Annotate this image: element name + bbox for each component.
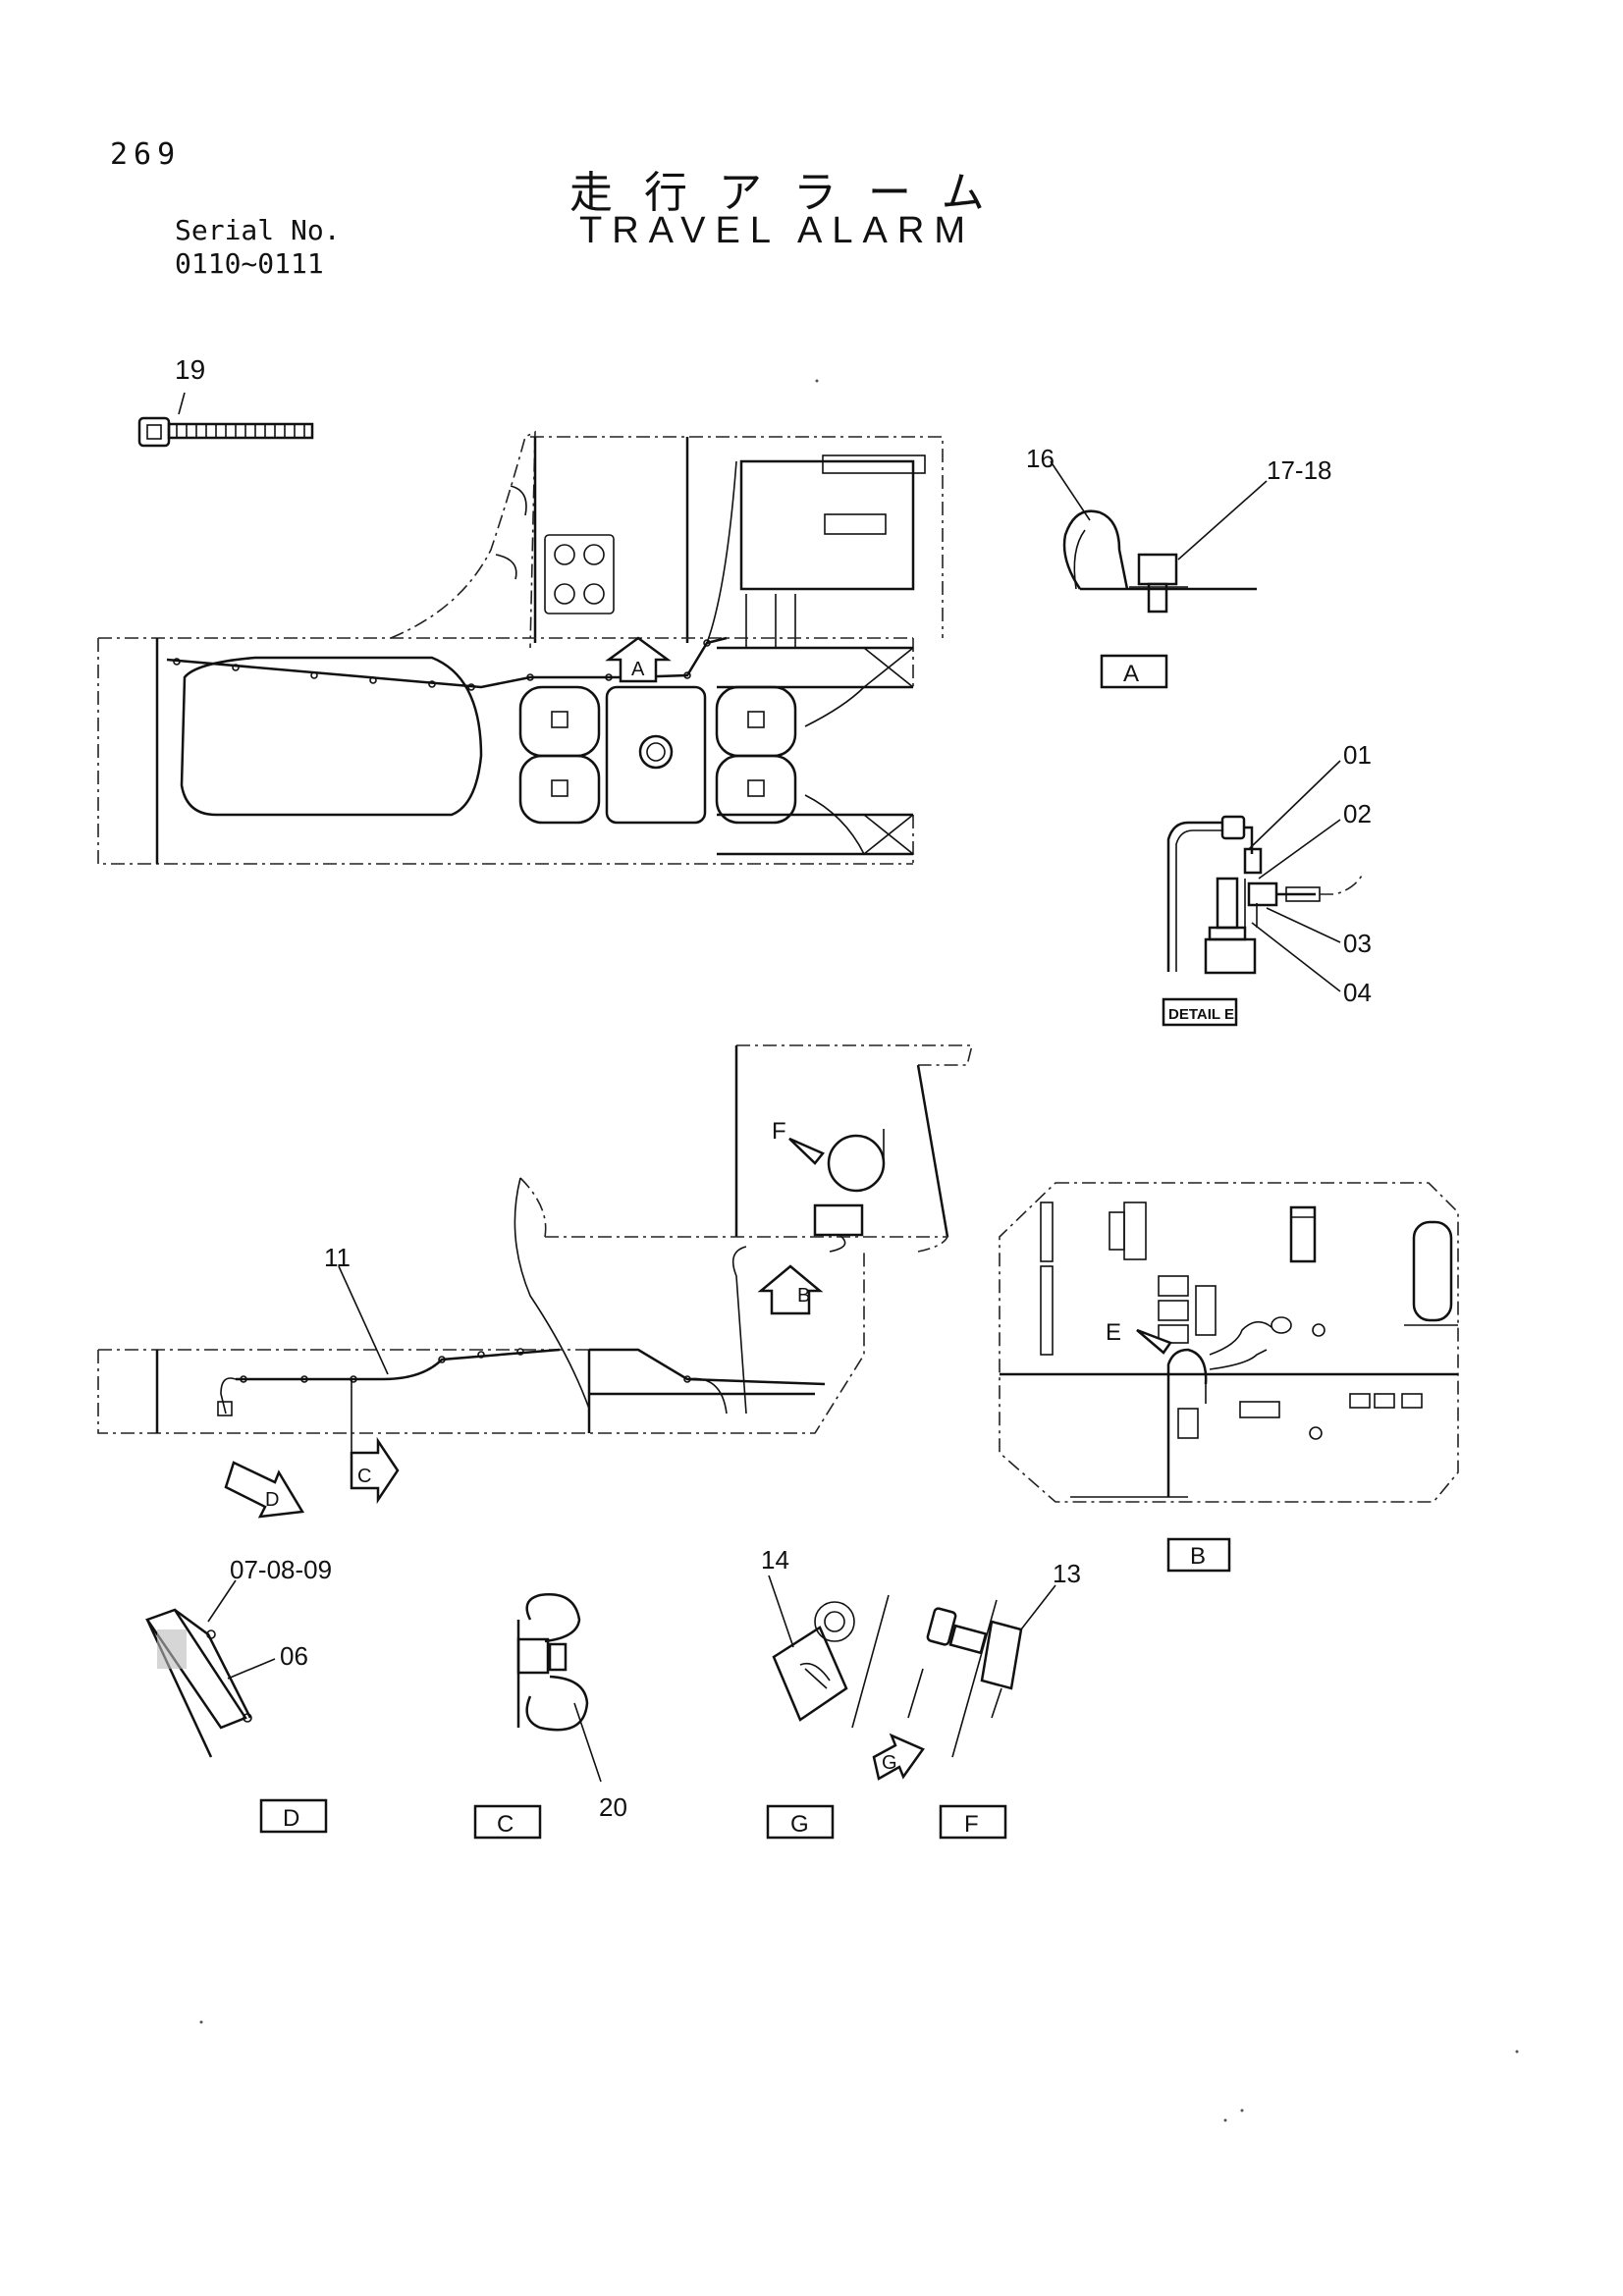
page-number: 269	[110, 137, 182, 172]
title-japanese: 走行アラーム	[569, 168, 1016, 218]
view-label-a: A	[1123, 661, 1139, 687]
view-arrow-c-label: C	[357, 1466, 371, 1487]
detail-e-label: DETAIL E	[1168, 1006, 1234, 1023]
serial-range: 0110~0111	[175, 247, 324, 280]
view-label-c: C	[497, 1811, 514, 1838]
serial-label: Serial No.	[175, 214, 341, 246]
detail-e-view	[1162, 760, 1364, 1027]
view-b-panel	[999, 1182, 1459, 1573]
view-arrow-a-label: A	[631, 659, 645, 680]
callout-04: 04	[1343, 978, 1372, 1007]
view-label-g: G	[790, 1811, 809, 1838]
view-a-detail	[1050, 460, 1268, 689]
callout-07-08-09: 07-08-09	[230, 1555, 332, 1584]
callout-19: 19	[175, 354, 205, 385]
callout-06: 06	[280, 1641, 308, 1671]
callout-02: 02	[1343, 799, 1372, 828]
callout-03: 03	[1343, 929, 1372, 958]
view-d-detail	[145, 1579, 328, 1834]
scan-specks	[199, 379, 1519, 2122]
view-label-f: F	[964, 1811, 979, 1838]
view-pointer-f-label: F	[772, 1118, 786, 1145]
upper-frame-view	[97, 430, 944, 865]
callout-01: 01	[1343, 740, 1372, 770]
callout-20: 20	[599, 1792, 627, 1822]
view-pointer-e-label: E	[1106, 1319, 1121, 1346]
view-f-detail	[872, 1584, 1056, 1840]
title-english: TRAVEL ALARM	[579, 210, 975, 251]
view-g-detail	[766, 1575, 890, 1840]
view-label-d: D	[283, 1805, 299, 1832]
lower-side-view	[97, 1044, 974, 1519]
view-arrow-g-label: G	[882, 1752, 897, 1774]
view-arrow-d-label: D	[265, 1489, 279, 1511]
view-arrow-b-label: B	[797, 1285, 810, 1307]
callout-16: 16	[1026, 444, 1055, 473]
view-c-detail	[473, 1593, 602, 1840]
view-label-b: B	[1190, 1543, 1206, 1570]
callout-11: 11	[324, 1243, 351, 1272]
callout-17-18: 17-18	[1267, 455, 1332, 485]
callout-13: 13	[1053, 1559, 1081, 1588]
callout-14: 14	[761, 1545, 789, 1575]
part-19-cable-tie	[137, 392, 314, 448]
